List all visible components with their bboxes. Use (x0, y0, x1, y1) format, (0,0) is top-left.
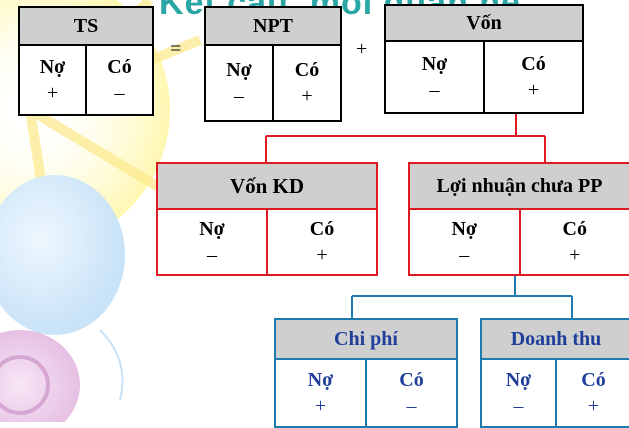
plus-sign: + (356, 38, 367, 61)
account-loi-nhuan-name: Lợi nhuận chưa PP (437, 175, 603, 198)
equals-sign: = (170, 38, 181, 61)
account-loi-nhuan-credit: Có+ (521, 210, 629, 274)
account-ts: TS Nợ+ Có– (18, 6, 154, 116)
debit-sign: – (514, 393, 524, 419)
account-von: Vốn Nợ– Có+ (384, 4, 584, 114)
debit-label: Nợ (199, 216, 225, 242)
debit-sign: – (234, 83, 244, 109)
debit-label: Nợ (308, 367, 334, 393)
debit-label: Nợ (422, 51, 448, 77)
credit-sign: – (115, 80, 125, 106)
debit-sign: + (47, 80, 58, 106)
debit-label: Nợ (226, 57, 252, 83)
account-chi-phi-credit: Có– (367, 360, 456, 426)
account-ts-debit: Nợ+ (20, 46, 87, 114)
credit-label: Có (399, 367, 423, 393)
account-npt-name: NPT (253, 15, 293, 38)
credit-label: Có (310, 216, 334, 242)
account-von-header: Vốn (386, 6, 582, 42)
credit-label: Có (295, 57, 319, 83)
account-doanh-thu-credit: Có+ (557, 360, 629, 426)
debit-label: Nợ (451, 216, 477, 242)
credit-label: Có (521, 51, 545, 77)
account-loi-nhuan: Lợi nhuận chưa PP Nợ– Có+ (408, 162, 629, 276)
blue-connector-shape (352, 274, 572, 318)
credit-sign: + (588, 393, 599, 419)
account-chi-phi: Chi phí Nợ+ Có– (274, 318, 458, 428)
account-von-name: Vốn (466, 12, 502, 35)
account-loi-nhuan-debit: Nợ– (410, 210, 521, 274)
account-ts-name: TS (74, 15, 98, 38)
credit-sign: + (569, 242, 580, 268)
account-npt-credit: Có+ (274, 46, 340, 120)
account-npt: NPT Nợ– Có+ (204, 6, 342, 122)
account-npt-header: NPT (206, 8, 340, 46)
credit-sign: – (407, 393, 417, 419)
account-loi-nhuan-header: Lợi nhuận chưa PP (410, 164, 629, 210)
account-doanh-thu-header: Doanh thu (482, 320, 629, 360)
debit-sign: + (315, 393, 326, 419)
account-ts-header: TS (20, 8, 152, 46)
account-doanh-thu: Doanh thu Nợ– Có+ (480, 318, 629, 428)
credit-label: Có (581, 367, 605, 393)
credit-sign: + (528, 77, 539, 103)
credit-sign: + (316, 242, 327, 268)
account-von-debit: Nợ– (386, 42, 485, 112)
account-chi-phi-name: Chi phí (334, 328, 398, 351)
account-von-kd: Vốn KD Nợ– Có+ (156, 162, 378, 276)
credit-label: Có (107, 54, 131, 80)
account-von-kd-header: Vốn KD (158, 164, 376, 210)
account-doanh-thu-name: Doanh thu (511, 328, 602, 351)
credit-sign: + (301, 83, 312, 109)
account-von-kd-credit: Có+ (268, 210, 376, 274)
account-von-kd-debit: Nợ– (158, 210, 268, 274)
debit-sign: – (430, 77, 440, 103)
credit-label: Có (563, 216, 587, 242)
account-chi-phi-header: Chi phí (276, 320, 456, 360)
account-von-kd-name: Vốn KD (230, 174, 304, 199)
account-ts-credit: Có– (87, 46, 152, 114)
account-chi-phi-debit: Nợ+ (276, 360, 367, 426)
debit-label: Nợ (40, 54, 66, 80)
debit-sign: – (459, 242, 469, 268)
account-npt-debit: Nợ– (206, 46, 274, 120)
debit-label: Nợ (506, 367, 532, 393)
account-doanh-thu-debit: Nợ– (482, 360, 557, 426)
debit-sign: – (207, 242, 217, 268)
account-von-credit: Có+ (485, 42, 582, 112)
